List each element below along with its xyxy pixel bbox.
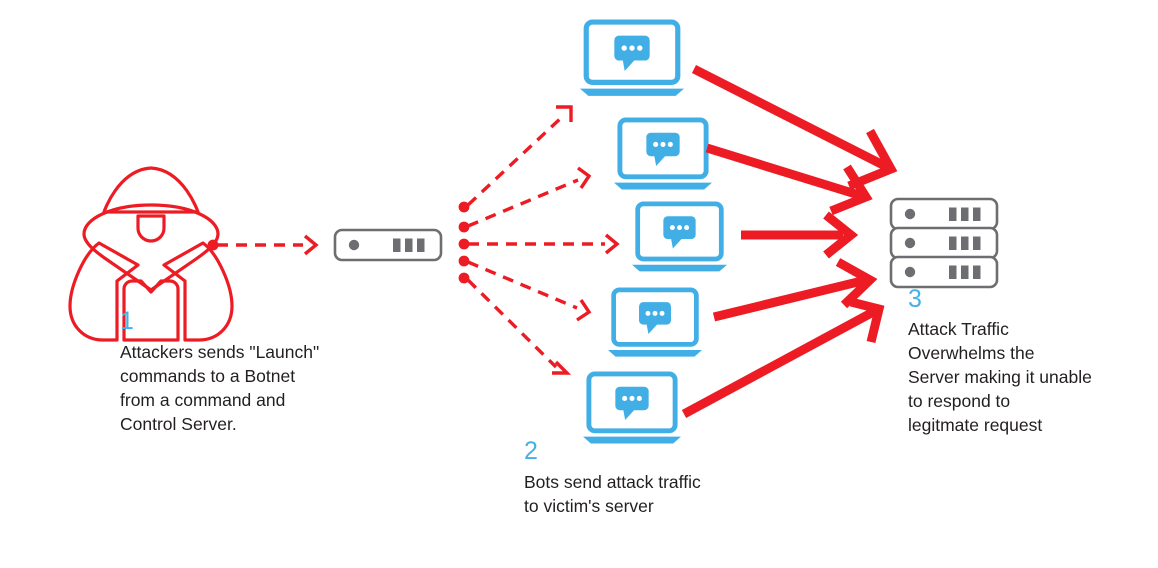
step-3-caption: 3 Attack Traffic Overwhelms the Server m…	[908, 285, 1158, 437]
bot-laptop-5	[583, 374, 681, 444]
step-3-number: 3	[908, 285, 922, 313]
attack-arrow-5	[681, 297, 885, 418]
link-attacker-to-cc-server	[207, 234, 319, 256]
attack-arrow-4	[712, 258, 878, 322]
step-1-text: Attackers sends "Launch" commands to a B…	[120, 342, 320, 434]
victim-server-stack-icon	[889, 197, 999, 289]
attack-arrow-2	[705, 143, 873, 216]
attack-arrow-1	[691, 64, 898, 191]
link-cc-to-bot-2	[458, 166, 592, 233]
bot-laptop-1	[580, 22, 684, 96]
step-2-number: 2	[524, 437, 538, 465]
attack-arrow-3	[741, 211, 859, 259]
step-1-caption: 1 Attackers sends "Launch" commands to a…	[120, 307, 380, 436]
command-control-server-icon	[333, 228, 443, 262]
link-cc-to-bot-5	[458, 272, 572, 375]
bot-laptop-2	[614, 120, 712, 190]
step-2-text: Bots send attack traffic to victim's ser…	[524, 472, 701, 516]
step-3-text: Attack Traffic Overwhelms the Server mak…	[908, 319, 1092, 435]
bot-laptop-3	[632, 204, 727, 271]
step-2-caption: 2 Bots send attack traffic to victim's s…	[524, 437, 784, 518]
bot-laptop-4	[608, 290, 702, 357]
link-cc-to-bot-1	[458, 105, 573, 213]
link-cc-to-bot-4	[458, 255, 592, 322]
step-1-number: 1	[120, 307, 134, 335]
link-cc-to-bot-3	[458, 233, 620, 255]
